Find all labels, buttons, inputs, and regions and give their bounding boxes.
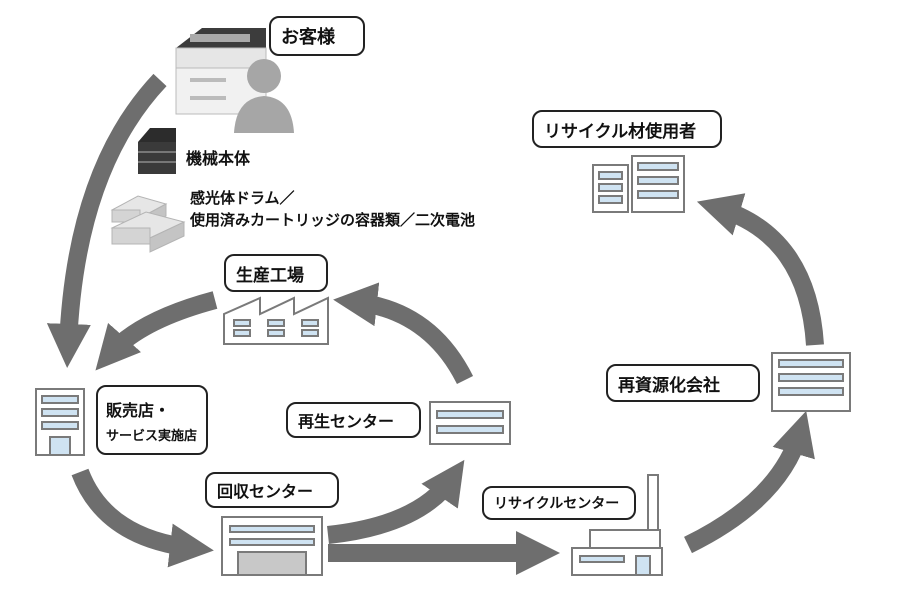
reclamation-company-text: 再資源化会社 [618,375,720,396]
label-collection-center: 回収センター [205,472,339,508]
customer-text: お客様 [281,27,335,48]
production-factory-text: 生産工場 [236,265,304,286]
reclamation-company-building-icon [771,352,851,412]
label-production-factory: 生産工場 [224,254,328,292]
regeneration-center-text: 再生センター [298,412,395,431]
dealer-text-line1: 販売店・ [106,400,171,420]
factory-icon [223,296,329,345]
recycling-plant-icon [571,474,663,576]
arrow-recycling-to-reclamation [684,410,815,554]
cartridge-icon [110,195,186,253]
label-consumables-line1: 感光体ドラム／ [190,189,295,207]
regeneration-center-building-icon [429,401,511,445]
recycling-center-text: リサイクルセンター [494,496,620,512]
machine-body-icon [138,128,176,174]
arrow-customer-to-dealer [46,73,167,368]
warehouse-icon [221,516,323,576]
label-regeneration-center: 再生センター [286,402,421,438]
person-icon [234,59,294,133]
arrow-collection-to-regeneration [327,459,465,544]
label-customer: お客様 [269,16,365,56]
label-consumables-line2: 使用済みカートリッジの容器類／二次電池 [190,211,476,229]
arrow-regeneration-to-factory [333,282,474,385]
label-reclamation-company: 再資源化会社 [606,364,760,402]
collection-center-text: 回収センター [217,482,314,501]
office-building-icon [592,155,685,213]
label-recycled-material-user: リサイクル材使用者 [532,110,722,148]
arrow-factory-to-dealer [95,291,218,371]
dealer-text-line2: サービス実施店 [106,428,198,444]
label-dealer: 販売店・ サービス実施店 [96,385,208,455]
arrow-reclamation-to-user [696,193,824,346]
label-machine-body: 機械本体 [186,149,251,168]
label-recycling-center: リサイクルセンター [482,486,636,520]
recycled-material-user-text: リサイクル材使用者 [544,121,697,142]
arrow-dealer-to-collection [71,468,214,568]
shop-building-icon [35,388,85,456]
